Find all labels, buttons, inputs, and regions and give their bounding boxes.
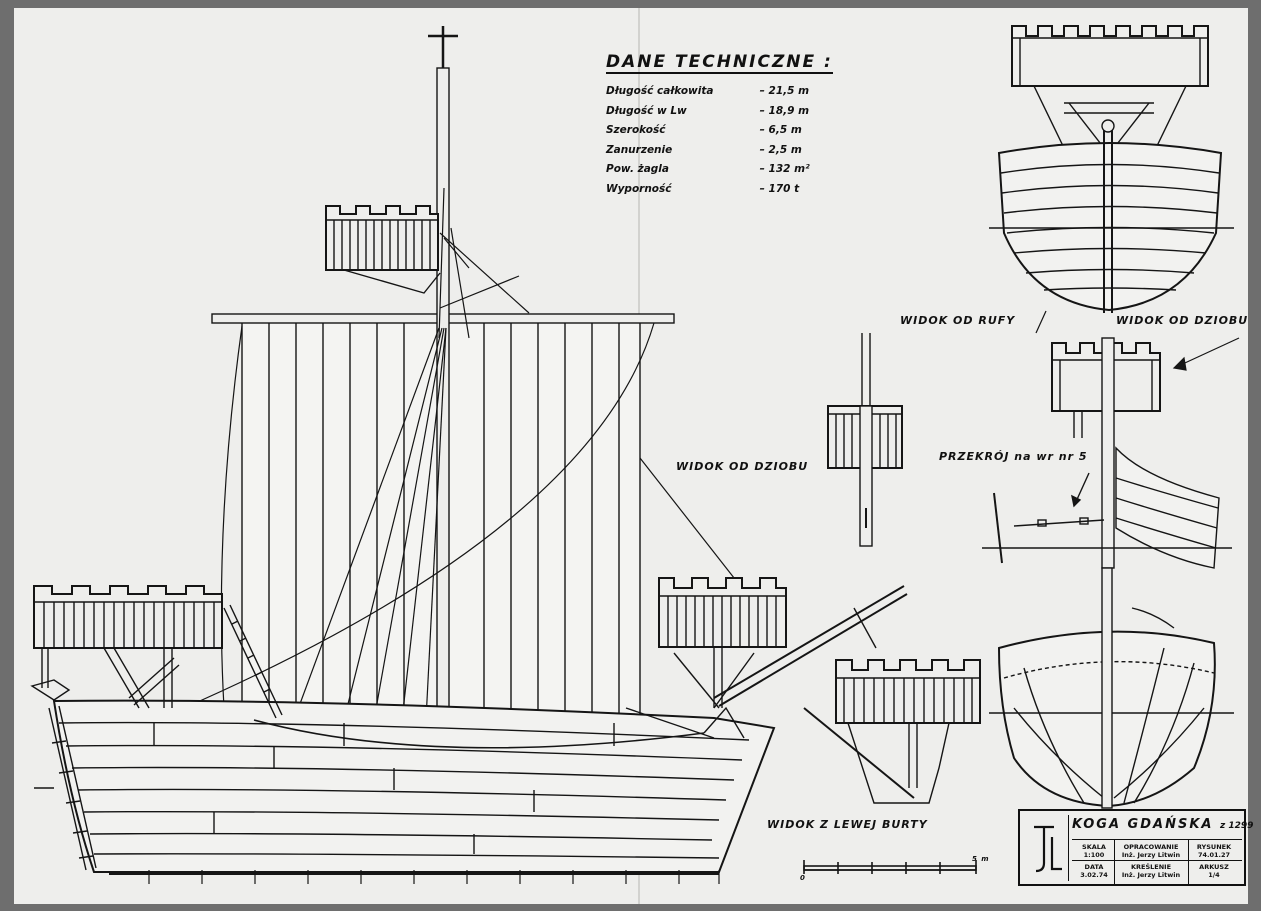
rigging [183, 187, 739, 721]
label-bow-view-mid: WIDOK OD DZIOBU [676, 460, 809, 473]
specs-title: DANE TECHNICZNE : [606, 52, 833, 74]
bowsprit [625, 585, 908, 739]
spec-value: – 6,5 m [759, 124, 802, 136]
spec-row: Zanurzenie.............. – 2,5 m [606, 141, 810, 161]
grid-divider [1188, 840, 1189, 884]
label-left-side-view: WIDOK Z LEWEJ BURTY [767, 818, 928, 831]
spec-row: Pow. żagla............ – 132 m² [606, 160, 810, 180]
spec-label: Długość w Lw [606, 104, 687, 117]
spec-label: Długość całkowita [606, 85, 714, 97]
spec-row: Długość w Lw........... – 18,9 m [606, 102, 810, 122]
kreslenie-value: Inż. Jerzy Litwin [1121, 871, 1181, 879]
author-logo [1024, 815, 1069, 881]
stern-ladder [30, 679, 97, 871]
title-block-title: KOGA GDAŃSKA z 1299 [1072, 817, 1253, 832]
scale-end-label: 5 m [972, 855, 990, 863]
title-block-grid: SKALA 1:100 DATA 3.02.74 OPRACOWANIE Inż… [1072, 839, 1242, 884]
ship-plan-drawing [30, 25, 1240, 884]
title-block: KOGA GDAŃSKA z 1299 SKALA 1:100 DATA 3.0… [1018, 809, 1253, 886]
data-label: DATA [1084, 863, 1104, 871]
skala-value: 1:100 [1083, 851, 1105, 859]
rysunek-label: RYSUNEK [1196, 843, 1232, 851]
station-ticks [148, 870, 720, 884]
side-view-small [803, 659, 981, 804]
spec-row: Szerokość........... – 6,5 m [606, 121, 810, 141]
spec-row: Długość całkowita...... – 21,5 m [606, 82, 810, 102]
grid-divider [1114, 840, 1115, 884]
drawing-sheet: DANE TECHNICZNE : Długość całkowita.....… [14, 8, 1253, 904]
spec-row: Wyporność............... – 170 t [606, 180, 810, 200]
spec-value: – 132 m² [759, 163, 810, 175]
label-section: PRZEKRÓJ na wr nr 5 [939, 450, 1088, 463]
spec-label: Szerokość [606, 124, 666, 136]
spec-value: – 21,5 m [759, 85, 810, 97]
arkusz-value: 1/4 [1208, 871, 1220, 879]
mast-section-view [827, 333, 903, 547]
spec-value: – 170 t [759, 182, 800, 195]
opracowanie-label: OPRACOWANIE [1123, 843, 1179, 851]
spec-label: Pow. żagla [606, 163, 669, 175]
scale-start-label: 0 [800, 874, 806, 882]
arkusz-label: ARKUSZ [1199, 863, 1229, 871]
spec-label: Zanurzenie [606, 143, 673, 156]
stern-view [989, 25, 1234, 313]
bow-view [989, 567, 1234, 809]
label-bow-view-right: WIDOK OD DZIOBU [1116, 314, 1249, 327]
ship-year: z 1299 [1219, 821, 1254, 831]
label-stern-view: WIDOK OD RUFY [900, 314, 1016, 327]
rear-castle [33, 585, 283, 719]
mast-top-castle [325, 205, 441, 294]
leader-lines [1035, 310, 1240, 371]
spec-value: – 18,9 m [759, 104, 810, 117]
data-value: 3.02.74 [1080, 871, 1108, 879]
opracowanie-value: Inż. Jerzy Litwin [1121, 851, 1181, 859]
logo-mark-icon [1034, 825, 1062, 873]
rysunek-value: 74.01.27 [1197, 851, 1231, 859]
scale-bar [803, 860, 977, 874]
main-hull [52, 699, 776, 873]
ship-name: KOGA GDAŃSKA [1072, 817, 1214, 832]
kreslenie-label: KREŚLENIE [1130, 863, 1172, 871]
skala-label: SKALA [1082, 843, 1106, 851]
front-castle [658, 577, 787, 709]
specs-table: Długość całkowita...... – 21,5 m Długość… [606, 82, 810, 199]
spec-label: Wyporność [606, 182, 672, 195]
grid-divider [1072, 860, 1242, 861]
spec-value: – 2,5 m [759, 143, 802, 156]
